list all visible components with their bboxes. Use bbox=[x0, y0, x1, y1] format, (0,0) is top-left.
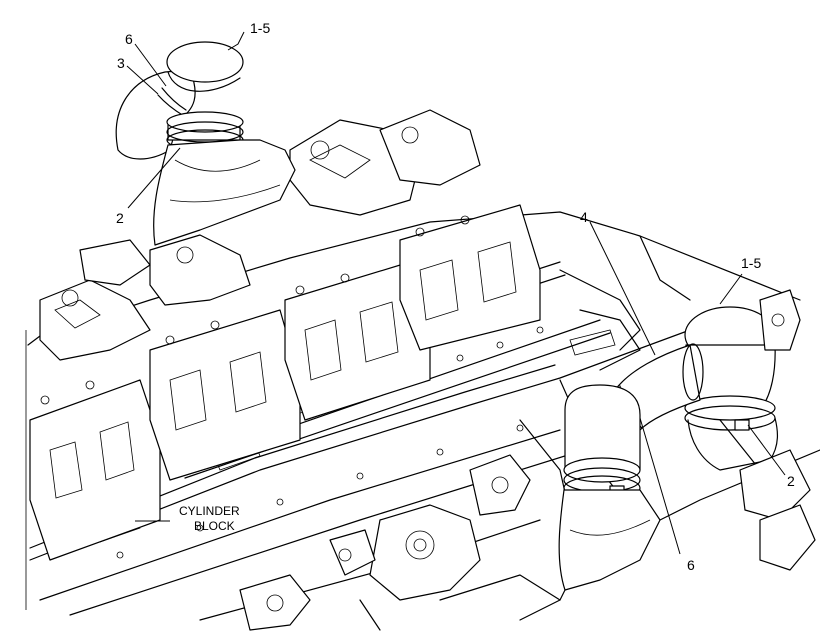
leader-lines bbox=[126, 31, 786, 555]
callout-top-3: 3 bbox=[117, 55, 125, 71]
clamp-latch-right bbox=[734, 419, 750, 431]
leader-4 bbox=[589, 221, 656, 356]
callout-4: 4 bbox=[580, 209, 588, 225]
callout-top-6: 6 bbox=[125, 31, 133, 47]
cylinder-block-label-line1: CYLINDER bbox=[179, 504, 240, 518]
leader-top-2 bbox=[127, 147, 181, 209]
exhaust-elbow-right bbox=[684, 289, 801, 471]
lower-accessories bbox=[239, 449, 816, 631]
exhaust-elbow-top bbox=[115, 41, 296, 246]
callout-right-2: 2 bbox=[787, 473, 795, 489]
callout-top-1-5: 1-5 bbox=[250, 20, 270, 36]
cylinder-block-label-line2: BLOCK bbox=[194, 519, 235, 533]
cylinder-heads bbox=[29, 204, 541, 561]
exhaust-elbow-lower bbox=[558, 384, 661, 591]
callout-bottom-6: 6 bbox=[687, 557, 695, 573]
leader-top-3 bbox=[126, 65, 159, 95]
rocker-assemblies bbox=[39, 109, 481, 361]
callout-right-1-5: 1-5 bbox=[741, 255, 761, 271]
leader-right-1-5 bbox=[719, 273, 743, 305]
callout-top-2: 2 bbox=[116, 210, 124, 226]
leader-top-1-5 bbox=[227, 31, 245, 51]
leader-right-2 bbox=[747, 424, 786, 476]
leader-top-6 bbox=[134, 43, 167, 87]
leader-bottom-6 bbox=[639, 417, 681, 555]
